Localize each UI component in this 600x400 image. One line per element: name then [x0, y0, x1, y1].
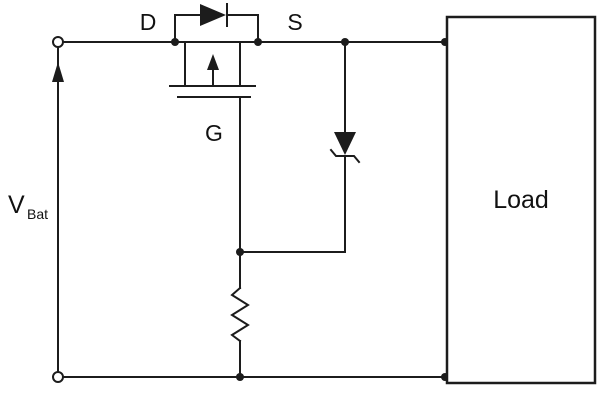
load-label: Load [493, 186, 549, 214]
resistor-zigzag-icon [230, 286, 250, 343]
junction-dot [254, 38, 262, 46]
drain-label: D [140, 9, 157, 35]
source-label: S [287, 9, 302, 35]
junction-dot [341, 38, 349, 46]
top-terminal-circle [52, 36, 64, 48]
battery-voltage-label: V [8, 191, 25, 219]
junction-dot [171, 38, 179, 46]
load-box [445, 15, 597, 385]
mosfet-body-arrow-icon [207, 54, 219, 70]
body-diode-wires [174, 14, 259, 43]
battery-voltage-subscript: Bat [27, 206, 48, 222]
bottom-terminal-circle [52, 371, 64, 383]
zener-triangle-icon [334, 132, 356, 155]
body-diode-triangle-icon [200, 4, 226, 26]
gate-label: G [205, 120, 223, 146]
junction-dot [236, 248, 244, 256]
up-arrow-icon [52, 62, 64, 82]
junction-dot [236, 373, 244, 381]
